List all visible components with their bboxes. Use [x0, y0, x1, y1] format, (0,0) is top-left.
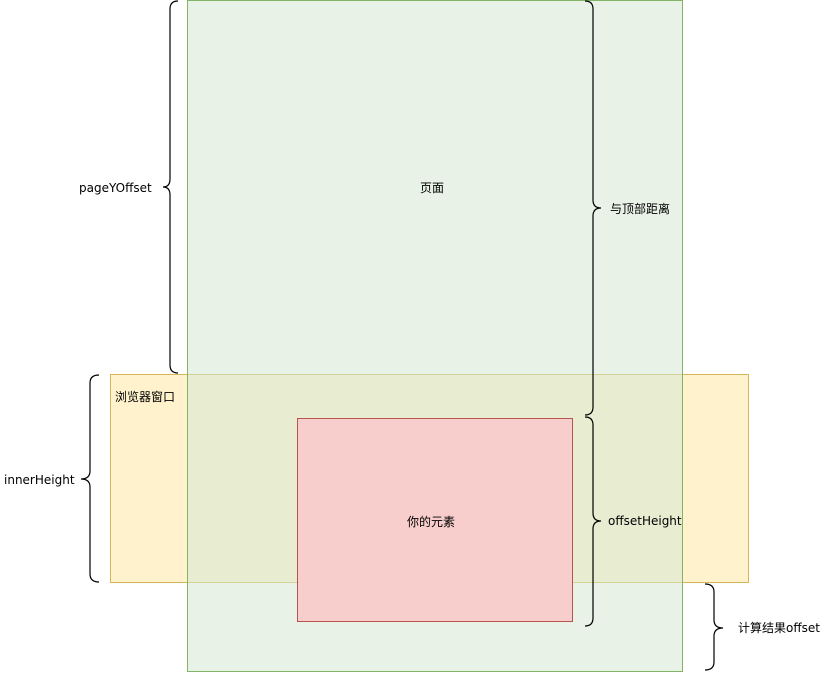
offset-height-brace [584, 416, 602, 627]
page-label: 页面 [420, 181, 445, 195]
element-box [297, 418, 573, 622]
top-distance-label: 与顶部距离 [610, 202, 671, 216]
inner-height-label: innerHeight [4, 473, 75, 487]
page-y-offset-brace [162, 0, 179, 374]
top-distance-brace [584, 0, 602, 416]
offset-height-label: offsetHeight [608, 514, 682, 528]
page-y-offset-label: pageYOffset [79, 181, 152, 195]
element-label: 你的元素 [407, 515, 456, 529]
inner-height-brace [80, 374, 100, 583]
computed-offset-label: 计算结果offset [738, 621, 820, 635]
computed-offset-brace [704, 583, 724, 671]
browser-window-label: 浏览器窗口 [115, 390, 176, 404]
